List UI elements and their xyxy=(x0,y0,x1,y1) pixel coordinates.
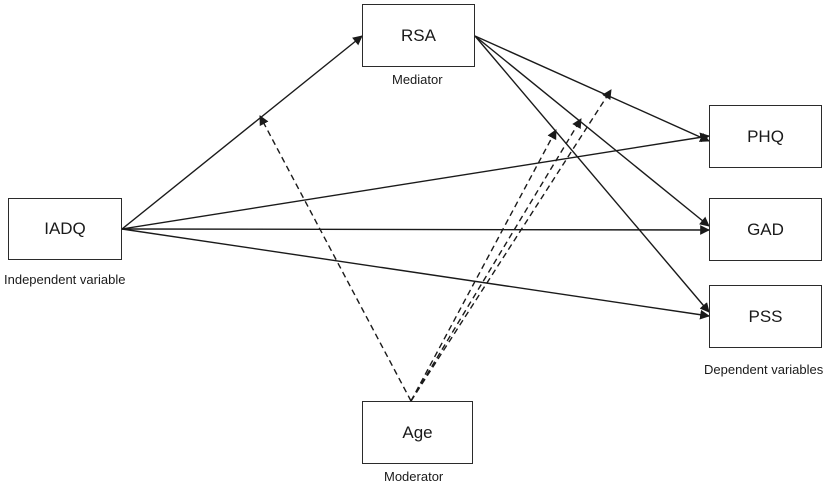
moderation-age-to-rsa-pss xyxy=(410,129,557,402)
path-rsa-to-pss xyxy=(474,35,710,313)
path-iadq-to-pss xyxy=(121,228,710,320)
path-iadq-to-phq xyxy=(121,132,710,230)
node-rsa: RSA xyxy=(362,4,475,67)
label-independent-variable: Independent variable xyxy=(4,272,126,287)
node-gad-label: GAD xyxy=(747,219,784,239)
path-rsa-to-gad xyxy=(474,35,710,227)
node-iadq-label: IADQ xyxy=(44,219,86,238)
node-gad: GAD xyxy=(709,198,822,261)
node-pss-label: PSS xyxy=(748,306,783,326)
label-dependent-variables: Dependent variables xyxy=(704,362,824,377)
node-phq: PHQ xyxy=(709,105,822,168)
moderation-age-to-rsa-phq xyxy=(410,89,612,402)
label-moderator: Moderator xyxy=(384,469,444,484)
label-mediator: Mediator xyxy=(392,72,443,87)
node-rsa-label: RSA xyxy=(401,25,436,45)
moderation-age-to-rsa-gad xyxy=(410,118,582,402)
path-iadq-to-gad xyxy=(121,225,710,235)
node-iadq: IADQ xyxy=(8,198,122,260)
node-pss: PSS xyxy=(709,285,822,348)
node-phq-label: PHQ xyxy=(747,126,784,146)
path-iadq-to-rsa xyxy=(121,35,363,230)
moderation-age-to-iadq-rsa xyxy=(259,115,412,402)
node-age: Age xyxy=(362,401,473,464)
path-rsa-to-phq xyxy=(474,35,710,142)
node-age-label: Age xyxy=(402,422,433,442)
